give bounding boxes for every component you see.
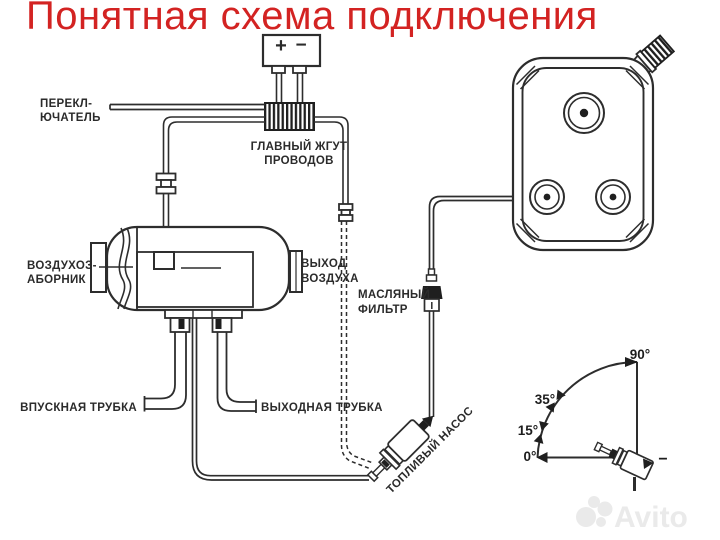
wire-harness-to-heater	[155, 116, 265, 252]
battery-body	[261, 33, 322, 68]
harness-block	[264, 102, 315, 131]
fan-wave-line	[117, 227, 126, 310]
arc-marker-35	[545, 389, 566, 413]
angle-35-label: 35°	[535, 392, 555, 407]
arc-marker-15	[533, 420, 549, 444]
air-intake-label-line1: ВОЗДУХОЗ-	[27, 260, 97, 272]
tank-corner-accents	[515, 65, 650, 243]
battery: + −	[261, 33, 322, 103]
mounting-angle-diagram: 90° 35° 15° 0° −	[518, 347, 668, 491]
battery-wires	[275, 73, 304, 103]
pump-outlet-arrow	[421, 415, 434, 428]
main-harness: ГЛАВНЫЙ ЖГУТ ПРОВОДОВ	[251, 102, 348, 167]
pump-direction-arrow	[643, 458, 654, 469]
fuel-line-heater-to-pump	[191, 318, 369, 481]
angle-0-label: 0°	[524, 449, 537, 464]
pump-flange	[378, 448, 401, 471]
oil-filter-label-line2: ФИЛЬТР	[358, 304, 408, 316]
switch-label-line2: ЮЧАТЕЛЬ	[40, 112, 101, 124]
filter-cap	[421, 286, 443, 299]
tank-port-right	[595, 179, 631, 215]
angle-diagram-pump	[593, 441, 654, 481]
air-intake-label-line2: АБОРНИК	[27, 274, 87, 286]
arrow-0	[536, 452, 548, 463]
inlet-tube-label: ВПУСКНАЯ ТРУБКА	[20, 402, 137, 414]
avito-watermark: Avito	[576, 496, 688, 534]
switch-label-line1: ПЕРЕКЛ-	[40, 98, 92, 110]
angle-minus-label: −	[658, 451, 667, 468]
filler-cap	[639, 34, 676, 70]
combustion-tubes: ВПУСКНАЯ ТРУБКА ВЫХОДНАЯ ТРУБКА	[20, 332, 383, 414]
air-outlet-label-line2: ВОЗДУХА	[301, 273, 359, 285]
heater-plug-box	[153, 251, 175, 270]
pump-wire-dashed	[340, 221, 372, 470]
arrow-90	[625, 357, 638, 367]
watermark-logo-circle	[576, 507, 596, 527]
angle-15-label: 15°	[518, 423, 538, 438]
harness-label-line1: ГЛАВНЫЙ ЖГУТ	[251, 140, 348, 153]
switch-wire	[109, 103, 265, 111]
battery-terminal-left	[271, 65, 286, 74]
page-title: Понятная схема подключения	[26, 0, 598, 38]
battery-minus-label: −	[295, 35, 306, 56]
tank-inner	[521, 67, 645, 242]
watermark-text: Avito	[614, 501, 688, 534]
oil-filter-label-line1: МАСЛЯНЫЙ	[358, 288, 430, 301]
outlet-tube-label: ВЫХОДНАЯ ТРУБКА	[261, 402, 383, 414]
tank-port-left	[529, 179, 565, 215]
harness-label-line2: ПРОВОДОВ	[264, 155, 333, 167]
heater-unit: ВОЗДУХОЗ- АБОРНИК ВЫХОД ВОЗДУХА	[27, 225, 359, 333]
fuel-tank	[511, 34, 676, 252]
air-outlet-label-line1: ВЫХОД	[301, 258, 346, 270]
angle-90-label: 90°	[630, 347, 650, 362]
tank-port-top	[563, 92, 605, 134]
battery-plus-label: +	[275, 35, 287, 57]
wire-harness-to-pump	[314, 116, 374, 470]
battery-terminal-right	[292, 65, 307, 74]
fuel-line-pump-to-filter	[428, 311, 435, 417]
tank-outer	[511, 56, 655, 252]
mounting-plate	[164, 309, 243, 319]
switch-connection: ПЕРЕКЛ- ЮЧАТЕЛЬ	[40, 98, 265, 124]
inline-connector	[155, 172, 177, 181]
heater-inner-body	[136, 251, 254, 308]
oil-filter: МАСЛЯНЫЙ ФИЛЬТР	[358, 195, 514, 316]
tube-stub-right	[211, 317, 233, 333]
